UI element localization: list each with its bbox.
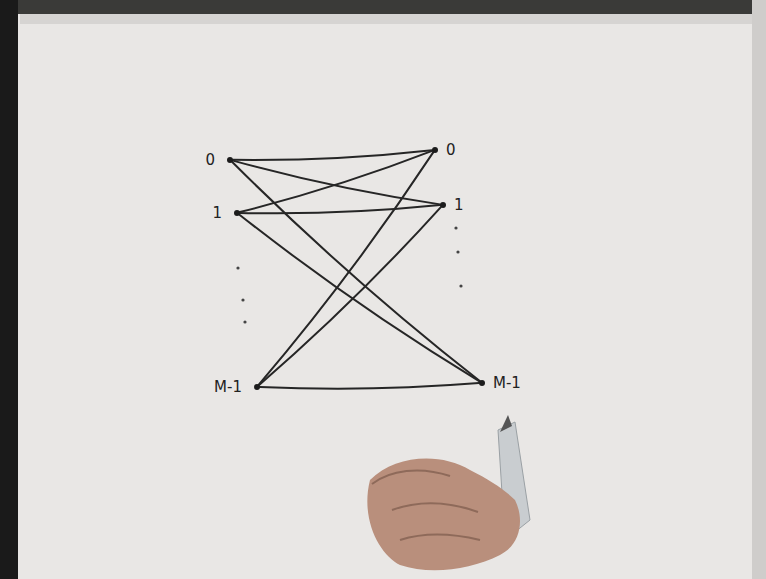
vertex-label: 0: [205, 153, 215, 168]
graph-vertex: M-1: [479, 380, 485, 386]
hand-with-marker: [367, 415, 530, 570]
graph-vertex: 1: [440, 202, 446, 208]
graph-vertex: 0: [227, 157, 233, 163]
vertex-label: M-1: [493, 376, 521, 391]
vertex-label: M-1: [214, 380, 242, 395]
graph-vertex: 0: [432, 147, 438, 153]
graph-edge: [260, 383, 479, 389]
vertex-label: 1: [454, 198, 464, 213]
graph-edge: [232, 162, 480, 381]
graph-vertex: M-1: [254, 384, 260, 390]
graph-edge: [233, 161, 440, 205]
vertex-label: 1: [212, 206, 222, 221]
graph-edge: [259, 207, 441, 385]
graph-vertex: 1: [234, 210, 240, 216]
graph-edge: [259, 152, 433, 384]
vertex-label: 0: [446, 143, 456, 158]
graph-edge: [240, 205, 440, 213]
graph-edge: [233, 150, 432, 160]
graph-edge: [239, 215, 479, 382]
graph-edge: [240, 151, 432, 212]
